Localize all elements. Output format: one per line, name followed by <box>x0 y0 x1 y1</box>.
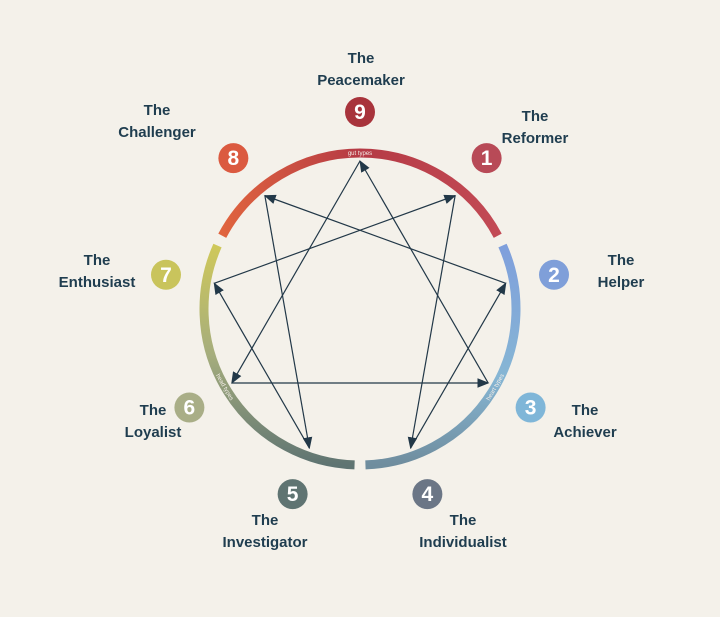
label-name: Achiever <box>553 424 617 441</box>
label-the: The <box>143 102 171 119</box>
svg-text:2: 2 <box>548 264 560 287</box>
label-the: The <box>83 252 111 269</box>
svg-text:7: 7 <box>160 264 172 287</box>
label-name: Investigator <box>222 534 308 551</box>
svg-text:1: 1 <box>481 147 493 170</box>
type-7-badge[interactable]: 7 <box>150 259 181 290</box>
label-name: Challenger <box>118 124 196 141</box>
head-center-arc <box>199 243 355 470</box>
connection-7-1 <box>214 194 457 284</box>
type-9-badge[interactable]: 9 <box>345 97 375 127</box>
svg-text:6: 6 <box>184 397 196 420</box>
label-name: Individualist <box>419 534 507 551</box>
label-the: The <box>571 402 599 419</box>
connection-1-4 <box>407 195 456 450</box>
type-3-badge[interactable]: 3 <box>515 392 546 423</box>
svg-text:8: 8 <box>228 147 240 170</box>
connection-8-5 <box>264 195 313 450</box>
heart-center-arc <box>365 243 521 470</box>
label-the: The <box>139 402 167 419</box>
connection-3-9 <box>359 159 489 384</box>
label-name: Enthusiast <box>58 274 136 291</box>
label-the: The <box>347 50 375 67</box>
label-name: Loyalist <box>124 424 182 441</box>
type-2-badge[interactable]: 2 <box>539 259 570 290</box>
connection-2-8 <box>263 194 506 284</box>
label-name: Peacemaker <box>317 72 405 89</box>
connection-5-7 <box>213 282 310 449</box>
svg-text:4: 4 <box>422 483 434 506</box>
label-name: Helper <box>597 274 645 291</box>
gut-types-label: gut types <box>348 151 372 157</box>
label-the: The <box>607 252 635 269</box>
connection-9-6 <box>231 160 361 385</box>
label-name: Reformer <box>501 130 569 147</box>
type-4-badge[interactable]: 4 <box>412 479 443 510</box>
type-5-badge[interactable]: 5 <box>277 479 308 510</box>
connection-4-2 <box>410 282 507 449</box>
svg-text:5: 5 <box>287 483 299 506</box>
type-1-badge[interactable]: 1 <box>471 143 502 174</box>
label-the: The <box>251 512 279 529</box>
label-the: The <box>521 108 549 125</box>
svg-text:9: 9 <box>354 101 366 124</box>
label-the: The <box>449 512 477 529</box>
svg-text:3: 3 <box>525 397 537 420</box>
gut-center-arc <box>218 148 502 238</box>
type-8-badge[interactable]: 8 <box>218 143 249 174</box>
type-6-badge[interactable]: 6 <box>174 392 205 423</box>
